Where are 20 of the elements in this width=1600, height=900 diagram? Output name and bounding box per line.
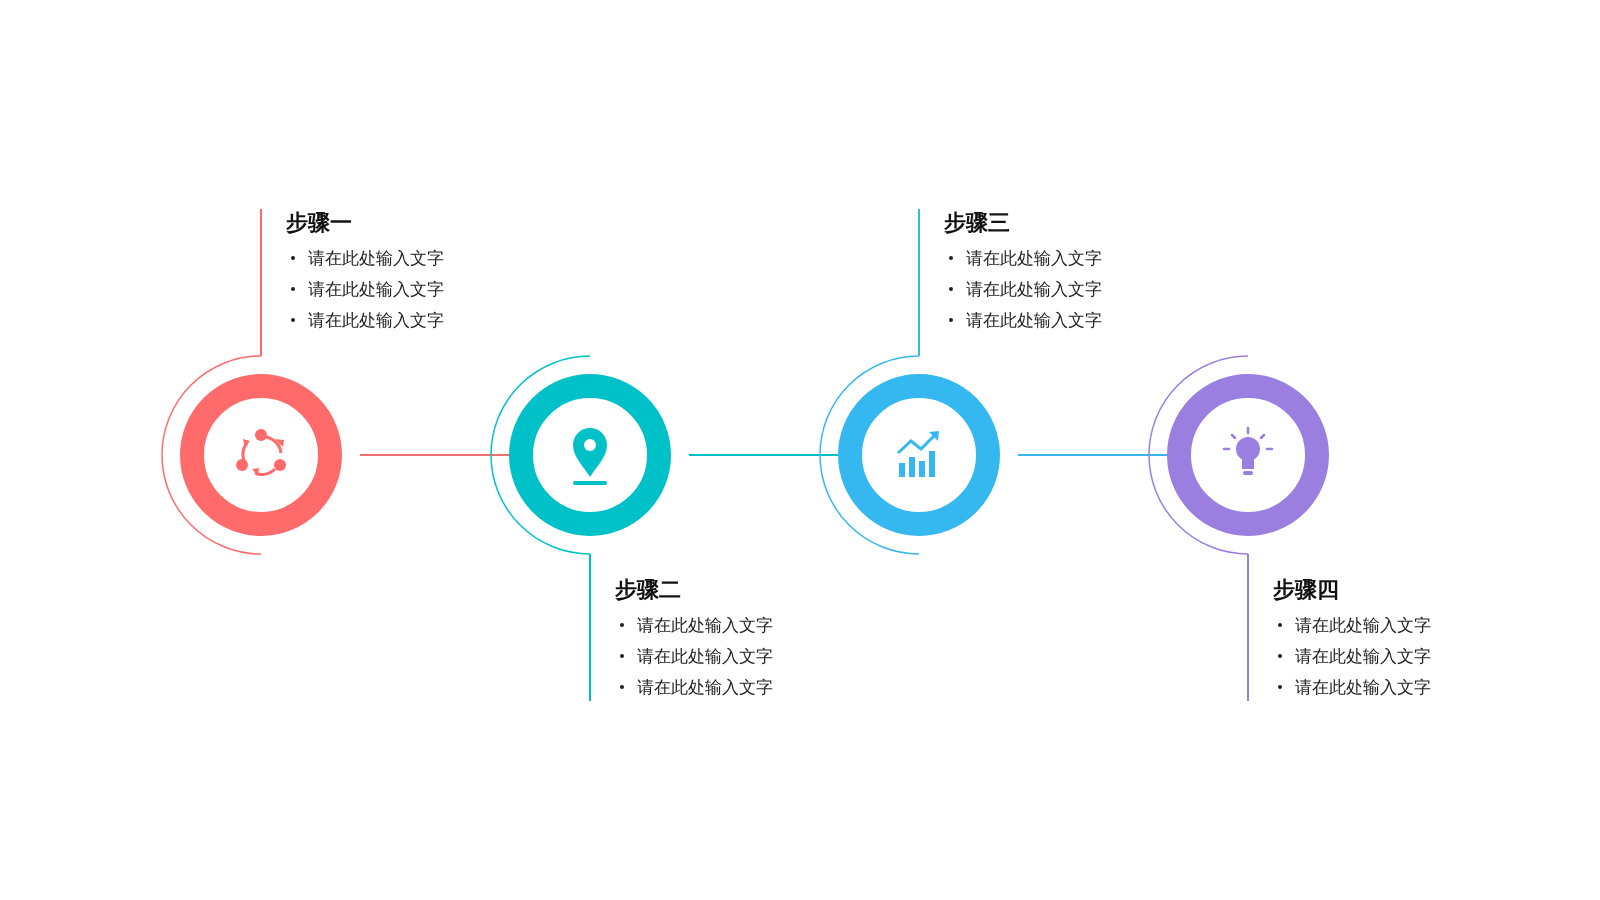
bullet-text: 请在此处输入文字: [308, 246, 444, 269]
bullet-text: 请在此处输入文字: [637, 613, 773, 636]
bullet-text: 请在此处输入文字: [1295, 644, 1431, 667]
bullet-text: 请在此处输入文字: [1295, 613, 1431, 636]
leader-line: [589, 553, 591, 702]
leader-line: [260, 208, 262, 357]
bullet-text: 请在此处输入文字: [637, 644, 773, 667]
leader-line: [1247, 553, 1249, 702]
step-heading: 步骤三: [944, 209, 1010, 237]
bullet-text: 请在此处输入文字: [308, 308, 444, 331]
step-heading: 步骤四: [1273, 576, 1339, 604]
bullet-text: 请在此处输入文字: [1295, 675, 1431, 698]
bullet-text: 请在此处输入文字: [966, 246, 1102, 269]
step-heading: 步骤二: [615, 576, 681, 604]
bullet-text: 请在此处输入文字: [966, 308, 1102, 331]
step-heading: 步骤一: [286, 209, 352, 237]
bullet-text: 请在此处输入文字: [637, 675, 773, 698]
bullet-text: 请在此处输入文字: [308, 277, 444, 300]
leader-line: [918, 208, 920, 357]
bullet-text: 请在此处输入文字: [966, 277, 1102, 300]
